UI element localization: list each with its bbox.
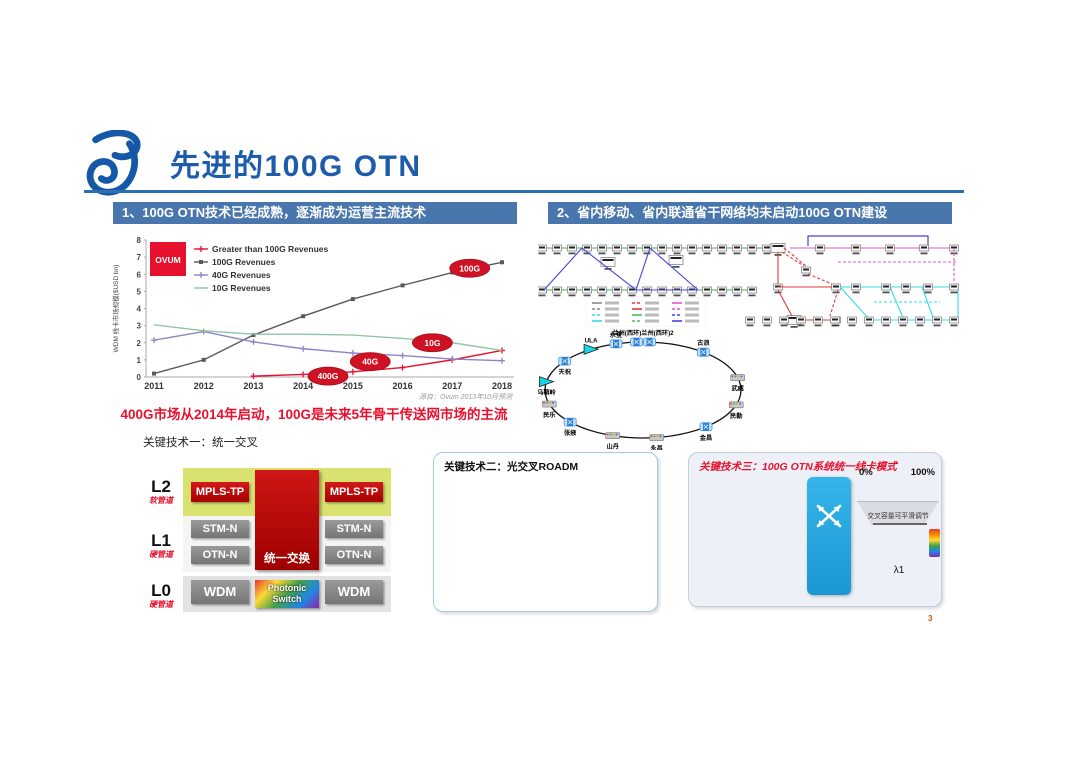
tech1-title: 关键技术一：统一交叉 xyxy=(143,437,258,449)
percent-hundred: 100% xyxy=(910,467,935,478)
svg-text:10G: 10G xyxy=(424,338,440,348)
svg-text:6: 6 xyxy=(137,270,142,279)
china-telecom-logo xyxy=(86,130,141,196)
svg-text:2013: 2013 xyxy=(243,381,263,391)
otn-n-right: OTN-N xyxy=(325,546,383,564)
cross-arrows-icon xyxy=(255,470,319,550)
svg-text:2015: 2015 xyxy=(343,381,363,391)
otn-n-left: OTN-N xyxy=(191,546,249,564)
tech3-linecard-panel: 关键技术三：100G OTN系统统一线卡模式 0% 100% 交叉容量可平滑调节… xyxy=(688,452,942,607)
svg-text:乌鞘岭: 乌鞘岭 xyxy=(538,389,557,397)
svg-text:永昌: 永昌 xyxy=(649,445,662,450)
svg-text:3: 3 xyxy=(137,322,142,331)
wdm-revenue-chart: 0 1 2 3 4 5 6 7 8 2011 2012 2013 2014 2015 2016 2017 201… xyxy=(111,236,514,401)
layer-label-l2: L2 软管道 xyxy=(149,477,173,505)
roadm-diagram xyxy=(435,473,655,609)
svg-text:2: 2 xyxy=(137,339,142,348)
svg-text:5: 5 xyxy=(137,287,142,296)
title-divider xyxy=(84,190,964,193)
tech2-title: 关键技术二：光交叉ROADM xyxy=(444,461,579,473)
stm-n-left: STM-N xyxy=(191,520,249,538)
tech1-unified-cross-connect: 关键技术一：统一交叉 L2 软管道 L1 硬管道 L0 硬管道 MPLS-TP … xyxy=(143,434,395,629)
svg-text:7: 7 xyxy=(137,253,142,262)
layer-label-l0: L0 硬管道 xyxy=(149,581,173,609)
exchange-arrows-icon xyxy=(816,504,842,528)
svg-text:40G Revenues: 40G Revenues xyxy=(212,270,271,280)
capacity-note: 交叉容量可平滑调节 xyxy=(857,501,939,525)
lambda1-label: λ1 xyxy=(893,565,905,576)
svg-text:张掖: 张掖 xyxy=(564,429,577,437)
capacity-slider-bar xyxy=(857,481,937,503)
svg-text:10G Revenues: 10G Revenues xyxy=(212,283,271,293)
svg-text:100G Revenues: 100G Revenues xyxy=(212,257,276,267)
svg-text:4: 4 xyxy=(137,305,142,314)
svg-text:古浪: 古浪 xyxy=(697,339,710,347)
svg-text:武威: 武威 xyxy=(731,385,744,393)
svg-text:民乐: 民乐 xyxy=(543,411,556,419)
page-title: 先进的100G OTN xyxy=(170,150,422,183)
svg-text:2018: 2018 xyxy=(492,381,512,391)
svg-text:天祝: 天祝 xyxy=(559,368,572,376)
percent-zero: 0% xyxy=(859,467,873,478)
svg-text:2012: 2012 xyxy=(194,381,214,391)
section-header-1: 1、100G OTN技术已经成熟，逐渐成为运营主流技术 xyxy=(113,202,517,224)
chart-caption: 400G市场从2014年启动，100G是未来5年骨干传送网市场的主流 xyxy=(120,407,508,422)
layer-label-l1: L1 硬管道 xyxy=(149,531,173,559)
tech3-title: 关键技术三：100G OTN系统统一线卡模式 xyxy=(699,461,897,473)
svg-text:民勤: 民勤 xyxy=(730,412,742,420)
svg-text:兰州(西环)兰州(西环)2: 兰州(西环)兰州(西环)2 xyxy=(612,329,674,337)
svg-text:永登: 永登 xyxy=(609,331,623,339)
lambda-stack xyxy=(873,523,927,525)
svg-text:OVUM: OVUM xyxy=(155,255,181,265)
mpls-tp-left: MPLS-TP xyxy=(191,482,249,502)
svg-text:2011: 2011 xyxy=(144,381,164,391)
svg-text:40G: 40G xyxy=(362,357,378,367)
page-number: 3 xyxy=(928,614,933,623)
svg-text:Greater than 100G Revenues: Greater than 100G Revenues xyxy=(212,244,328,254)
svg-text:源自：Ovum 2013年10月预测: 源自：Ovum 2013年10月预测 xyxy=(419,393,513,401)
svg-text:山丹: 山丹 xyxy=(607,443,619,450)
mpls-tp-right: MPLS-TP xyxy=(325,482,383,502)
svg-text:8: 8 xyxy=(137,236,142,245)
unified-switch-box: 统一交换 xyxy=(255,470,319,570)
switch-fabric-box xyxy=(807,477,851,595)
svg-text:金昌: 金昌 xyxy=(699,434,712,442)
svg-text:1: 1 xyxy=(137,356,142,365)
svg-text:100G: 100G xyxy=(459,263,480,273)
photonic-switch-box: Photonic Switch xyxy=(255,580,319,608)
svg-text:2017: 2017 xyxy=(442,381,462,391)
svg-text:2014: 2014 xyxy=(293,381,313,391)
wdm-right: WDM xyxy=(325,580,383,604)
rainbow-fiber-icon xyxy=(929,529,940,557)
svg-text:400G: 400G xyxy=(318,371,339,381)
svg-text:WDM 线卡市场规模($USD bn): WDM 线卡市场规模($USD bn) xyxy=(111,265,120,353)
svg-text:2016: 2016 xyxy=(393,381,413,391)
tech2-roadm-panel: 关键技术二：光交叉ROADM xyxy=(433,452,658,612)
section-header-2: 2、省内移动、省内联通省干网络均未启动100G OTN建设 xyxy=(548,202,952,224)
stm-n-right: STM-N xyxy=(325,520,383,538)
wdm-left: WDM xyxy=(191,580,249,604)
svg-text:ULA: ULA xyxy=(585,337,598,344)
unified-switch-label: 统一交换 xyxy=(264,553,310,565)
svg-text:0: 0 xyxy=(137,373,142,382)
